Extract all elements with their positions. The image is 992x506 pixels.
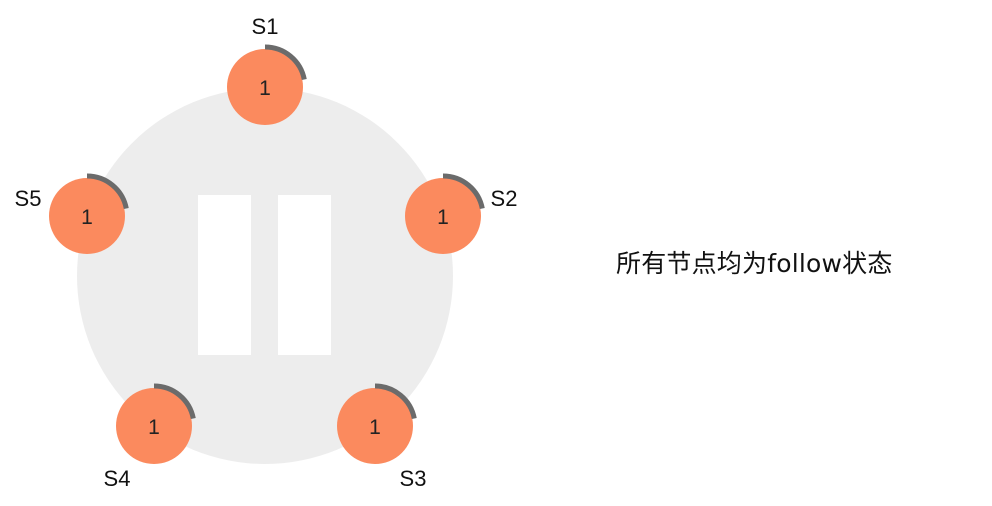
cluster-background: [77, 88, 453, 464]
server-node-circle: [227, 49, 303, 125]
node-label: S1: [252, 14, 279, 39]
node-term: 1: [259, 77, 271, 100]
pause-icon-right-bar: [278, 195, 331, 355]
status-caption: 所有节点均为follow状态: [616, 249, 893, 278]
node-label: S4: [104, 466, 131, 491]
server-node-s3[interactable]: 1 S3: [337, 383, 427, 491]
server-node-circle: [116, 388, 192, 464]
election-timer-arc: [153, 383, 196, 420]
node-term: 1: [81, 206, 93, 229]
server-node-s4[interactable]: 1 S4: [104, 383, 196, 491]
server-node-s5[interactable]: 1 S5: [15, 173, 129, 254]
server-node-circle: [49, 178, 125, 254]
server-node-s2[interactable]: 1 S2: [405, 173, 518, 254]
pause-icon[interactable]: [198, 195, 331, 355]
node-term: 1: [148, 416, 160, 439]
pause-icon-left-bar: [198, 195, 251, 355]
server-node-circle: [405, 178, 481, 254]
node-label: S5: [15, 186, 42, 211]
node-term: 1: [437, 206, 449, 229]
election-timer-arc: [442, 173, 485, 210]
node-label: S2: [491, 186, 518, 211]
node-term: 1: [369, 416, 381, 439]
election-timer-arc: [264, 44, 307, 81]
server-node-s1[interactable]: 1 S1: [227, 14, 307, 125]
election-timer-arc: [86, 173, 129, 210]
node-label: S3: [400, 466, 427, 491]
election-timer-arc: [374, 383, 417, 420]
server-node-circle: [337, 388, 413, 464]
